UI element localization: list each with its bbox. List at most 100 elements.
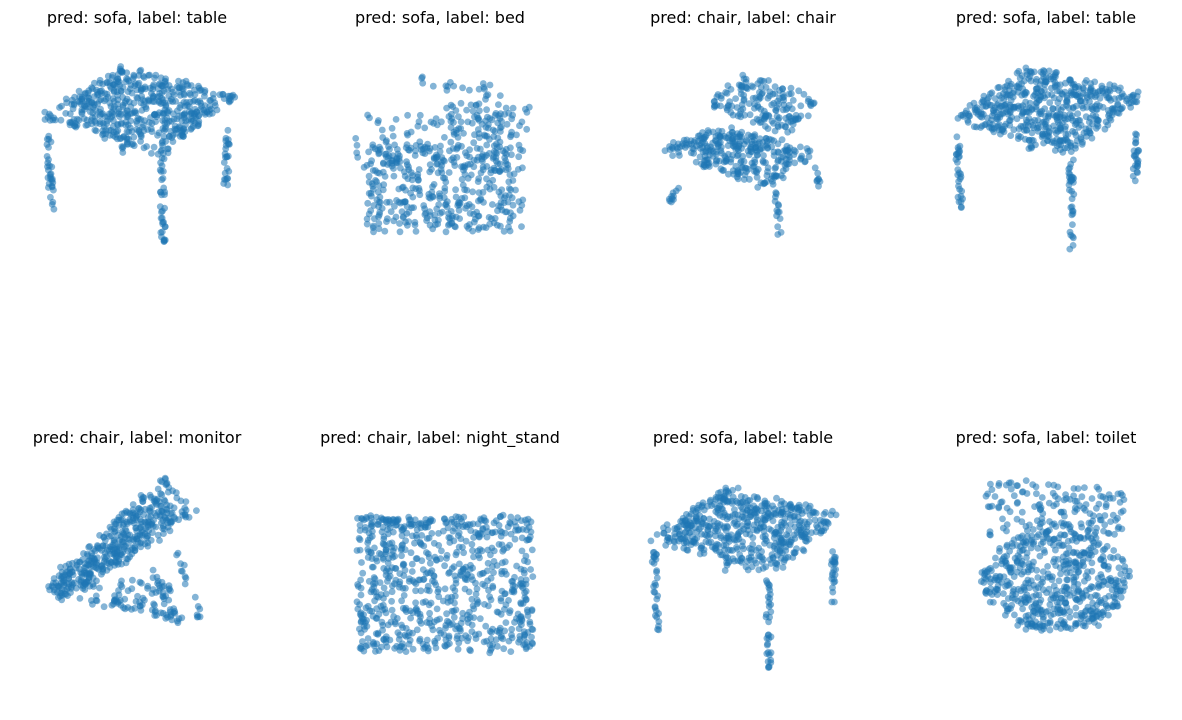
- data-point: [447, 138, 455, 146]
- data-point: [506, 541, 513, 549]
- data-point: [508, 625, 516, 633]
- data-point: [498, 123, 505, 131]
- data-point: [499, 511, 507, 519]
- data-point: [779, 85, 786, 92]
- data-point: [981, 570, 988, 578]
- data-point: [467, 527, 475, 534]
- data-point: [753, 169, 761, 176]
- data-point: [97, 96, 105, 103]
- data-point: [773, 494, 780, 502]
- data-point: [389, 582, 396, 590]
- data-point: [177, 101, 185, 109]
- data-point: [81, 106, 88, 113]
- data-point: [769, 554, 777, 562]
- data-point: [671, 544, 678, 551]
- data-point: [453, 635, 461, 642]
- data-point: [1069, 221, 1076, 229]
- data-point: [441, 562, 448, 570]
- data-point: [1036, 552, 1044, 560]
- data-point: [68, 579, 76, 586]
- data-point: [475, 175, 483, 183]
- data-point: [1029, 526, 1037, 533]
- data-point: [433, 616, 441, 624]
- data-point: [138, 579, 145, 587]
- data-point: [1061, 116, 1069, 123]
- data-point: [490, 142, 498, 150]
- data-point: [135, 505, 143, 513]
- data-point: [1014, 597, 1022, 605]
- data-point: [487, 574, 495, 582]
- data-point: [717, 532, 725, 539]
- data-point: [1038, 627, 1045, 634]
- data-point: [1063, 569, 1071, 577]
- data-point: [411, 539, 418, 547]
- data-point: [766, 92, 773, 100]
- data-point: [1024, 621, 1031, 628]
- data-point: [511, 618, 518, 626]
- data-point: [1069, 104, 1077, 111]
- data-point: [106, 547, 113, 555]
- data-point: [437, 555, 444, 563]
- data-point: [992, 554, 999, 562]
- data-point: [1013, 515, 1021, 523]
- data-point: [711, 97, 718, 105]
- data-point: [149, 574, 157, 582]
- data-point: [788, 126, 796, 134]
- data-point: [413, 626, 421, 634]
- data-point: [512, 527, 519, 534]
- data-point: [444, 594, 452, 601]
- data-point: [510, 588, 518, 596]
- data-point: [1080, 129, 1088, 137]
- data-point: [76, 93, 83, 101]
- data-point: [1059, 522, 1067, 530]
- data-point: [1133, 98, 1141, 106]
- data-point: [763, 178, 771, 186]
- data-point: [98, 563, 105, 571]
- data-point: [114, 96, 122, 104]
- data-point: [505, 185, 513, 192]
- data-point: [439, 156, 447, 164]
- data-point: [131, 547, 139, 554]
- data-point: [429, 626, 437, 634]
- data-point: [388, 588, 396, 596]
- data-point: [135, 126, 143, 134]
- data-point: [139, 85, 147, 92]
- data-point: [426, 619, 433, 627]
- data-point: [356, 625, 363, 633]
- data-point: [1065, 544, 1073, 552]
- data-point: [1088, 610, 1096, 618]
- data-point: [111, 520, 119, 528]
- data-point: [970, 123, 978, 131]
- data-point: [754, 183, 762, 191]
- data-point: [734, 175, 742, 183]
- data-point: [1105, 86, 1113, 94]
- data-point: [58, 102, 65, 110]
- data-point: [791, 523, 799, 531]
- data-point: [962, 109, 969, 117]
- data-point: [165, 582, 173, 589]
- data-point: [61, 587, 69, 594]
- data-point: [1072, 611, 1080, 619]
- data-point: [358, 515, 365, 522]
- data-point: [978, 122, 986, 130]
- data-point: [684, 521, 692, 529]
- data-point: [1106, 494, 1114, 502]
- data-point: [1013, 69, 1021, 77]
- data-point: [980, 579, 988, 586]
- data-point: [373, 513, 380, 521]
- data-point: [495, 629, 503, 636]
- data-point: [712, 494, 720, 501]
- data-point: [112, 527, 119, 535]
- data-point: [380, 159, 387, 167]
- point-cloud-plot: [352, 73, 533, 236]
- data-point: [712, 532, 719, 540]
- data-point: [391, 618, 399, 626]
- data-point: [760, 159, 767, 166]
- data-point: [776, 215, 784, 223]
- data-point: [93, 597, 101, 605]
- data-point: [134, 592, 141, 600]
- data-point: [772, 193, 779, 201]
- data-point: [180, 111, 188, 119]
- data-point: [983, 102, 990, 110]
- data-point: [806, 147, 814, 155]
